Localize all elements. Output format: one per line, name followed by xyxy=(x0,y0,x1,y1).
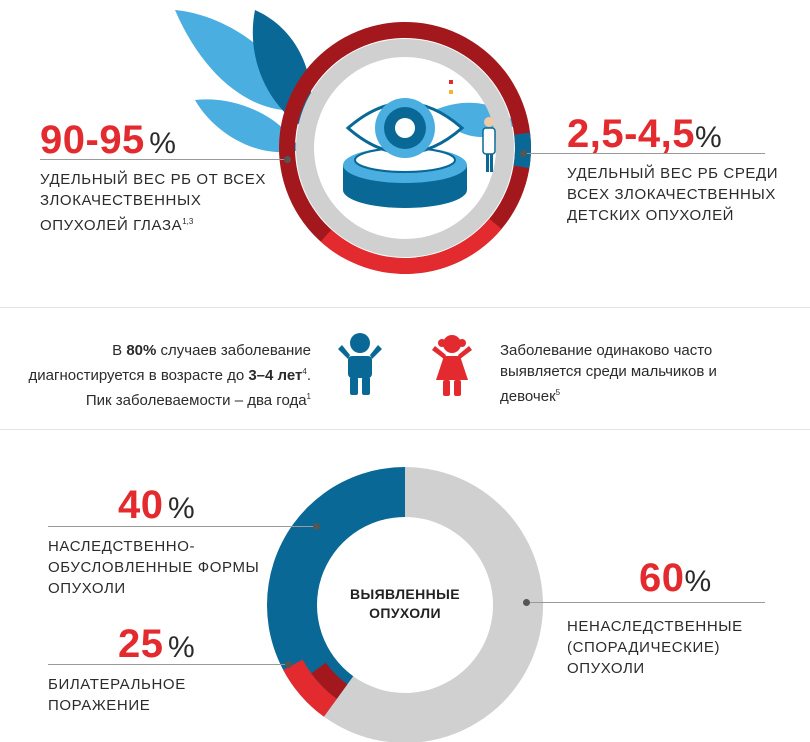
left-stat-caption: УДЕЛЬНЫЙ ВЕС РБ ОТ ВСЕХ ЗЛОКАЧЕСТВЕННЫХ … xyxy=(40,171,266,234)
right-stat-leader-line xyxy=(523,153,765,154)
hereditary-leader-dot xyxy=(313,523,320,530)
girl-icon xyxy=(432,335,472,396)
nonhereditary-leader-dot xyxy=(523,599,530,606)
bilateral-value: 25 % xyxy=(118,624,195,665)
bilateral-leader-line xyxy=(48,664,288,665)
donut-slice-bilateral xyxy=(283,659,337,717)
section-divider-1 xyxy=(0,307,810,308)
section-divider-2 xyxy=(0,429,810,430)
right-stat-leader-dot xyxy=(520,150,527,157)
nonhereditary-leader-line xyxy=(527,602,765,603)
donut-slice-nonhereditary xyxy=(323,467,543,742)
top-ring-base xyxy=(296,39,514,257)
hereditary-number: 40 xyxy=(118,483,164,527)
left-stat-value: 90-95 % xyxy=(40,120,176,161)
nonhereditary-unit: % xyxy=(684,565,712,598)
nonhereditary-value: 60% xyxy=(639,558,711,599)
age-info-text: В 80% случаев заболевание диагностируетс… xyxy=(28,342,311,409)
hereditary-leader-line xyxy=(48,526,316,527)
right-stat-caption: УДЕЛЬНЫЙ ВЕС РБ СРЕДИ ВСЕХ ЗЛОКАЧЕСТВЕНН… xyxy=(567,165,779,224)
bilateral-caption: БИЛАТЕРАЛЬНОЕ ПОРАЖЕНИЕ xyxy=(48,676,186,714)
left-stat-unit: % xyxy=(149,127,176,160)
right-stat-number: 2,5-4,5 xyxy=(567,112,696,156)
donut-center-label: ВЫЯВЛЕННЫЕ ОПУХОЛИ xyxy=(349,586,461,621)
hereditary-value: 40 % xyxy=(118,485,195,526)
bilateral-unit: % xyxy=(167,631,195,664)
gender-info-text: Заболевание одинаково часто выявляется с… xyxy=(500,342,717,405)
top-ring-slice-red xyxy=(320,218,502,274)
eye-icon xyxy=(343,80,496,208)
right-stat-value: 2,5-4,5% xyxy=(567,114,722,155)
bilateral-leader-dot xyxy=(285,661,292,668)
left-stat-leader-dot xyxy=(284,156,291,163)
right-stat-unit: % xyxy=(695,121,722,154)
bilateral-number: 25 xyxy=(118,622,164,666)
donut-slice-hereditary xyxy=(266,467,405,717)
nonhereditary-caption: НЕНАСЛЕДСТВЕННЫЕ (СПОРАДИЧЕСКИЕ) ОПУХОЛИ xyxy=(567,618,743,677)
hereditary-caption: НАСЛЕДСТВЕННО- ОБУСЛОВЛЕННЫЕ ФОРМЫ ОПУХО… xyxy=(48,538,260,597)
left-stat-leader-line xyxy=(40,159,287,160)
boy-icon xyxy=(338,333,382,395)
hereditary-unit: % xyxy=(167,492,195,525)
nonhereditary-number: 60 xyxy=(639,556,685,600)
left-stat-number: 90-95 xyxy=(40,118,145,162)
donut-slice-bilateral-inner xyxy=(311,662,348,699)
